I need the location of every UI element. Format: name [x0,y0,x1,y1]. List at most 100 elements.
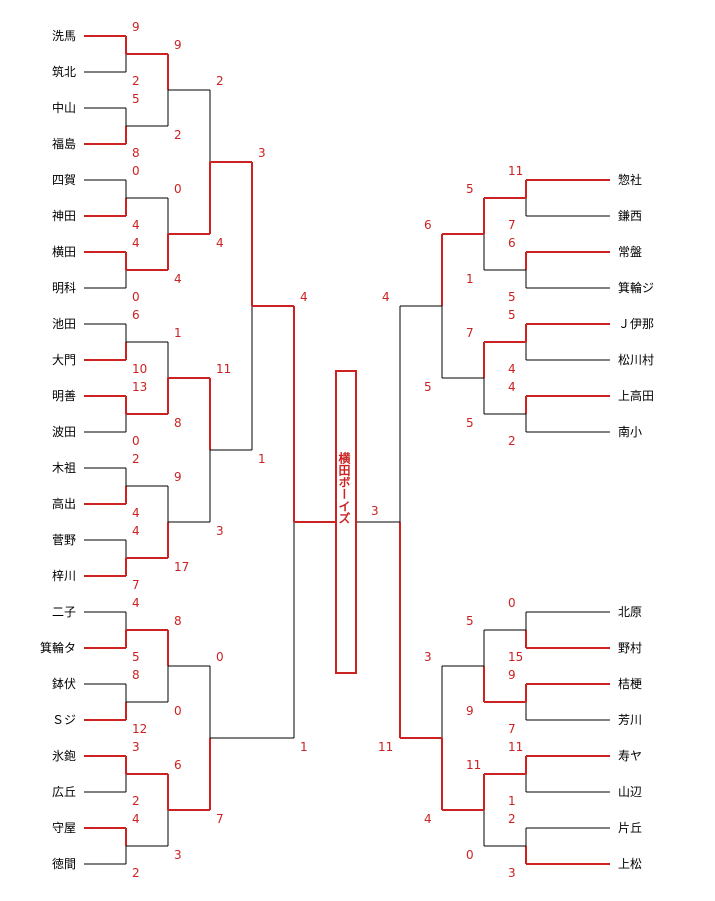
team-name: 明善 [51,389,76,403]
team-name: 四賀 [51,173,76,187]
score-label: 9 [508,668,516,682]
score-label: 13 [132,380,148,394]
score-label: 5 [424,380,432,394]
score-label: 1 [508,794,516,808]
score-label: 11 [508,740,524,754]
score-label: 1 [258,452,266,466]
score-label: 2 [132,74,140,88]
team-name: 二子 [51,605,76,619]
score-label: 0 [216,650,224,664]
score-label: 4 [508,380,516,394]
score-label: 0 [508,596,516,610]
score-label: 5 [466,416,474,430]
score-label: 4 [174,272,182,286]
team-name: 梓川 [51,569,76,583]
team-name: 芳川 [618,713,643,727]
score-label: 7 [132,578,140,592]
team-name: 南小 [618,425,643,439]
score-label: 7 [508,218,516,232]
team-name: Ｊ伊那 [618,317,655,331]
team-name: 上松 [618,857,643,871]
team-name: Ｓジ [51,713,76,727]
team-name: 広丘 [51,785,76,799]
score-label: 3 [132,740,140,754]
score-label: 5 [508,290,516,304]
score-label: 12 [132,722,148,736]
team-name: 上高田 [618,389,655,403]
score-label: 0 [132,290,140,304]
score-label: 9 [174,470,182,484]
score-label: 5 [132,92,140,106]
score-label: 11 [466,758,482,772]
score-label: 2 [132,794,140,808]
score-label: 1 [300,740,308,754]
score-label: 3 [371,504,379,518]
score-label: 6 [508,236,516,250]
team-name: 片丘 [618,821,643,835]
score-label: 4 [132,596,140,610]
score-label: 4 [132,812,140,826]
score-label: 7 [216,812,224,826]
team-name: 桔梗 [618,677,643,691]
score-label: 0 [174,182,182,196]
score-label: 0 [132,164,140,178]
score-label: 5 [466,614,474,628]
score-label: 9 [174,38,182,52]
team-name: 洗馬 [51,29,76,43]
score-label: 8 [174,614,182,628]
team-name: 北原 [618,605,643,619]
score-label: 0 [132,434,140,448]
team-name: 木祖 [51,461,76,475]
team-name: 鉢伏 [51,677,76,691]
score-label: 0 [466,848,474,862]
team-name: 徳間 [51,857,76,871]
team-name: 松川村 [618,353,655,367]
team-name: 野村 [618,641,643,655]
score-label: 4 [132,524,140,538]
score-label: 2 [132,452,140,466]
score-label: 8 [174,416,182,430]
score-label: 11 [508,164,524,178]
team-name: 氷鉋 [51,749,76,763]
team-name: 横田 [51,245,76,259]
score-label: 17 [174,560,190,574]
score-label: 2 [132,866,140,880]
team-name: 守屋 [51,821,76,835]
team-name: 惣社 [618,173,643,187]
score-label: 9 [466,704,474,718]
team-name: 神田 [51,209,76,223]
score-label: 2 [174,128,182,142]
team-name: 山辺 [618,785,643,799]
score-label: 4 [424,812,432,826]
score-label: 6 [174,758,182,772]
score-label: 8 [132,146,140,160]
score-label: 3 [508,866,516,880]
score-label: 3 [424,650,432,664]
team-name: 高出 [51,497,76,511]
score-label: 0 [174,704,182,718]
score-label: 3 [174,848,182,862]
team-name: 福島 [51,137,76,151]
team-name: 常盤 [618,245,643,259]
score-label: 2 [508,434,516,448]
score-label: 4 [132,236,140,250]
score-label: 3 [258,146,266,160]
score-label: 4 [382,290,390,304]
score-label: 4 [132,218,140,232]
score-label: 11 [378,740,394,754]
team-name: 波田 [51,425,76,439]
score-label: 7 [508,722,516,736]
score-label: 1 [466,272,474,286]
team-name: 筑北 [51,65,76,79]
team-name: 菅野 [51,533,76,547]
score-label: 2 [508,812,516,826]
score-label: 7 [466,326,474,340]
champion-name: 横田ボーイズ [337,452,351,524]
team-name: 中山 [51,101,76,115]
score-label: 5 [466,182,474,196]
score-label: 1 [174,326,182,340]
champion-box: 横田ボーイズ [335,370,357,674]
score-label: 6 [132,308,140,322]
team-name: 鎌西 [618,209,643,223]
